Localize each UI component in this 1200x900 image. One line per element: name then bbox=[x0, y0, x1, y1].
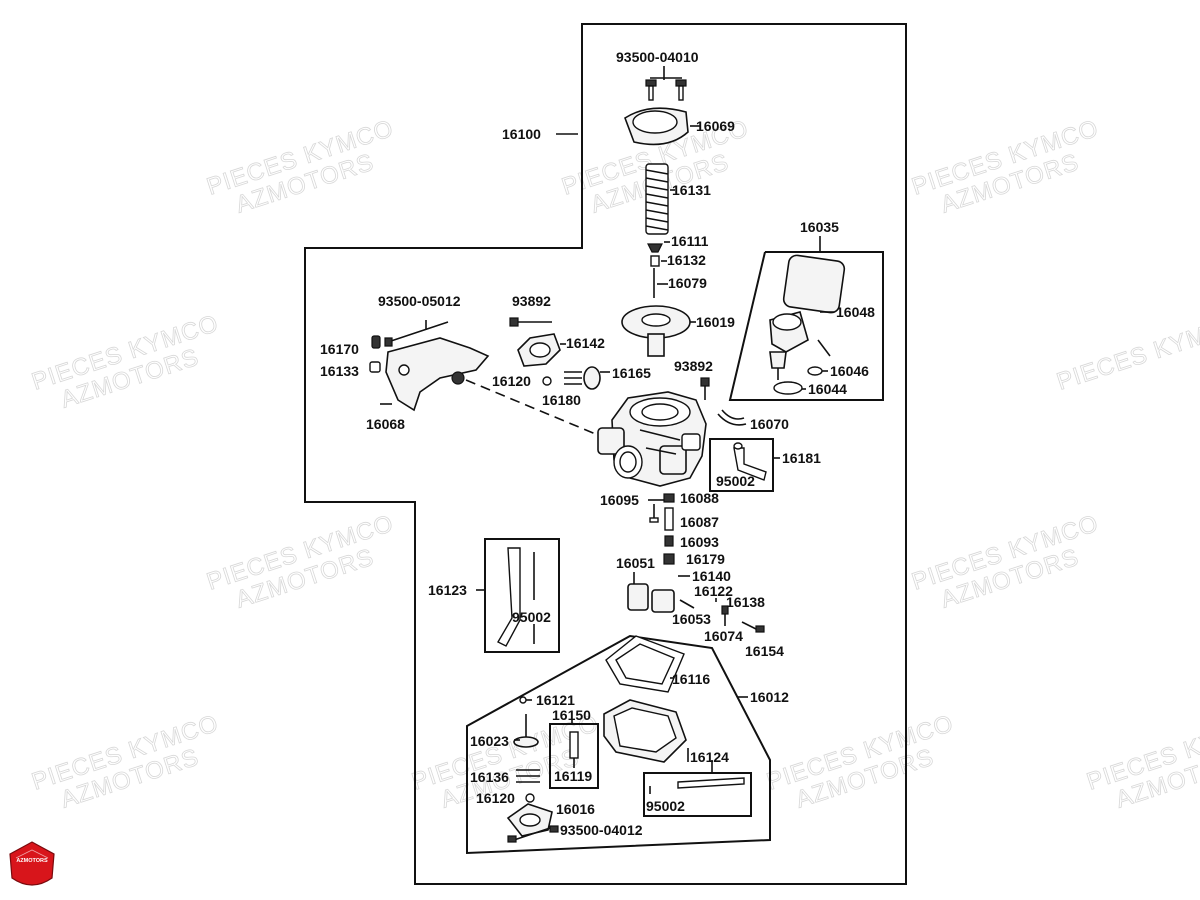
part-label-95002-left: 95002 bbox=[512, 609, 551, 625]
part-label-16154: 16154 bbox=[745, 643, 784, 659]
part-label-16132: 16132 bbox=[667, 252, 706, 268]
gasket-16116 bbox=[605, 635, 685, 693]
part-label-16170: 16170 bbox=[320, 341, 359, 357]
screw-93892-right bbox=[700, 377, 710, 400]
part-label-16095: 16095 bbox=[600, 492, 639, 508]
hose-box-16124 bbox=[643, 760, 752, 817]
part-label-16069: 16069 bbox=[696, 118, 735, 134]
hose-box-16181 bbox=[709, 438, 780, 492]
part-label-16121: 16121 bbox=[536, 692, 575, 708]
part-label-93500-05012: 93500-05012 bbox=[378, 293, 461, 309]
part-label-16120-bottom: 16120 bbox=[476, 790, 515, 806]
assembly-outline-frame bbox=[304, 23, 907, 885]
part-label-16122: 16122 bbox=[694, 583, 733, 599]
cover-16142 bbox=[509, 317, 566, 386]
jet-box-16150 bbox=[549, 720, 599, 789]
part-label-93892-right: 93892 bbox=[674, 358, 713, 374]
drain-hose-box-16123 bbox=[476, 538, 560, 653]
part-label-16053: 16053 bbox=[672, 611, 711, 627]
part-label-16068: 16068 bbox=[366, 416, 405, 432]
throttle-linkage-bracket bbox=[369, 320, 490, 412]
bottom-cap-16016 bbox=[506, 769, 559, 843]
part-label-16165: 16165 bbox=[612, 365, 651, 381]
part-label-16051: 16051 bbox=[616, 555, 655, 571]
part-label-16123: 16123 bbox=[428, 582, 467, 598]
part-label-16079: 16079 bbox=[668, 275, 707, 291]
part-label-16179: 16179 bbox=[686, 551, 725, 567]
float-bowl bbox=[603, 699, 689, 763]
part-label-16046: 16046 bbox=[830, 363, 869, 379]
needle-valve-16023 bbox=[513, 696, 539, 748]
part-label-16019: 16019 bbox=[696, 314, 735, 330]
part-label-16124: 16124 bbox=[690, 749, 729, 765]
spring-seat-16165 bbox=[564, 366, 610, 390]
part-label-16012: 16012 bbox=[750, 689, 789, 705]
linkage-dashed-line bbox=[465, 379, 611, 441]
part-label-93892-top: 93892 bbox=[512, 293, 551, 309]
jet-stack bbox=[648, 493, 690, 577]
part-label-95002-right: 95002 bbox=[716, 473, 755, 489]
part-label-16074: 16074 bbox=[704, 628, 743, 644]
part-label-16070: 16070 bbox=[750, 416, 789, 432]
part-label-16048: 16048 bbox=[836, 304, 875, 320]
solenoid-16051 bbox=[627, 572, 765, 633]
screws-93500-04010 bbox=[645, 66, 687, 101]
part-label-16100: 16100 bbox=[502, 126, 541, 142]
part-label-16180: 16180 bbox=[542, 392, 581, 408]
part-label-93500-04010: 93500-04010 bbox=[616, 49, 699, 65]
part-label-16138: 16138 bbox=[726, 594, 765, 610]
part-label-16181: 16181 bbox=[782, 450, 821, 466]
part-label-16116: 16116 bbox=[672, 671, 710, 687]
part-label-16142: 16142 bbox=[566, 335, 605, 351]
part-label-16088: 16088 bbox=[680, 490, 719, 506]
part-label-16150: 16150 bbox=[552, 707, 591, 723]
cap-cover-16069 bbox=[624, 107, 700, 146]
part-label-16131: 16131 bbox=[672, 182, 711, 198]
part-label-16023: 16023 bbox=[470, 733, 509, 749]
float-bowl-frame-16012 bbox=[466, 634, 771, 855]
spring-16131 bbox=[645, 163, 675, 235]
part-label-16111: 16111 bbox=[671, 233, 709, 249]
part-label-16119: 16119 bbox=[554, 768, 592, 784]
part-label-93500-04012: 93500-04012 bbox=[560, 822, 643, 838]
clip-16070 bbox=[717, 409, 747, 426]
azmotors-logo: AZMOTORS bbox=[9, 841, 55, 886]
part-label-16133: 16133 bbox=[320, 363, 359, 379]
diaphragm-piston-16019 bbox=[621, 305, 696, 357]
part-label-16035: 16035 bbox=[800, 219, 839, 235]
carburetor-body bbox=[597, 391, 707, 487]
part-label-95002-bottom: 95002 bbox=[646, 798, 685, 814]
part-label-16016: 16016 bbox=[556, 801, 595, 817]
part-label-16087: 16087 bbox=[680, 514, 719, 530]
needle-parts bbox=[647, 241, 670, 298]
part-label-16140: 16140 bbox=[692, 568, 731, 584]
part-label-16120-top: 16120 bbox=[492, 373, 531, 389]
part-label-16136: 16136 bbox=[470, 769, 509, 785]
watermark-line1: PIECES KYMCO bbox=[1054, 310, 1200, 396]
part-label-16044: 16044 bbox=[808, 381, 847, 397]
logo-text: AZMOTORS bbox=[16, 858, 48, 864]
auto-choke-box-16035 bbox=[728, 236, 884, 401]
part-label-16093: 16093 bbox=[680, 534, 719, 550]
